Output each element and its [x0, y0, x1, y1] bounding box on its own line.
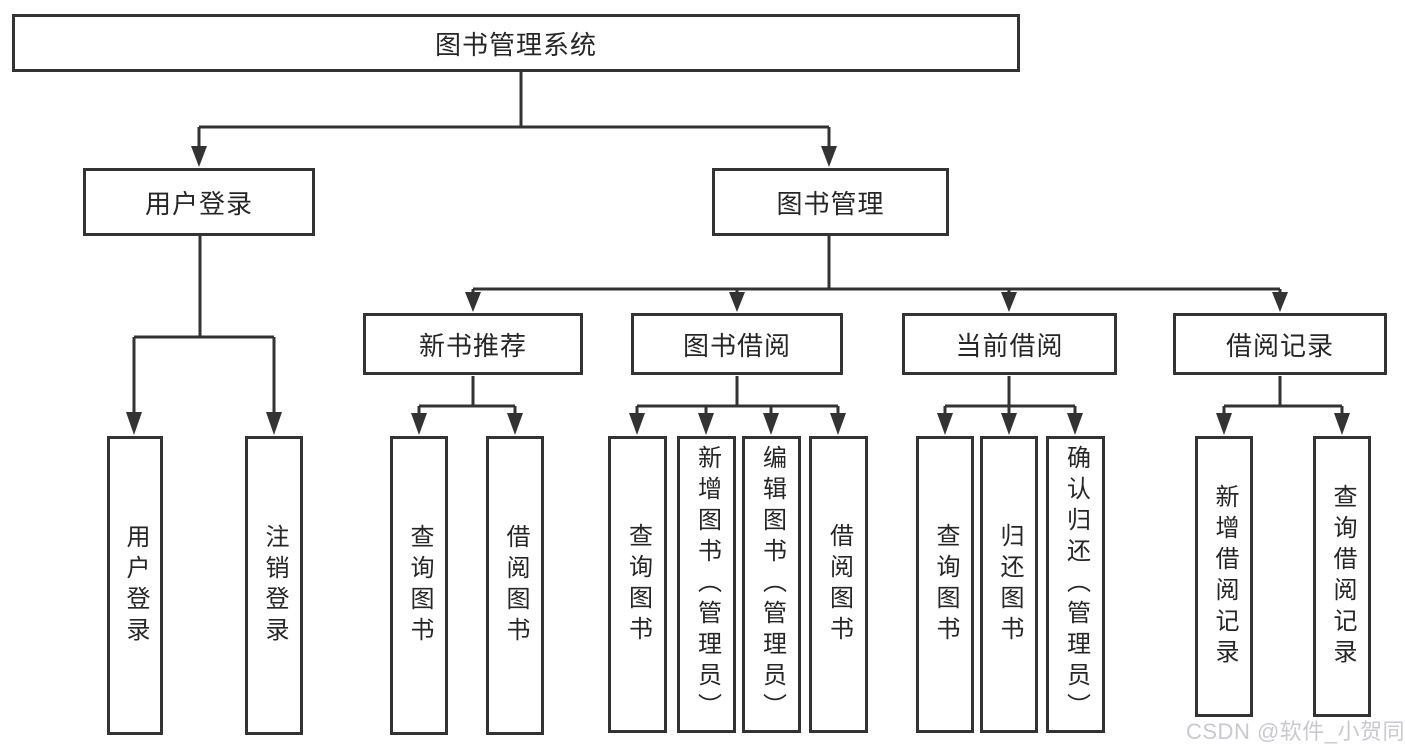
node-book-management-label: 图书管理 [776, 188, 885, 219]
connector-book-management-to-level3 [471, 236, 1282, 297]
arrowhead [937, 413, 953, 435]
arrowhead [1067, 413, 1083, 435]
leaf-add-borrow-record: 新增借阅记录 [1195, 436, 1253, 717]
leaf-borrow-book-recommend-label: 借阅图书 [502, 523, 529, 648]
leaf-borrow-book-recommend: 借阅图书 [486, 436, 544, 735]
leaf-user-login-label: 用户登录 [122, 523, 149, 648]
arrowhead [698, 413, 714, 435]
watermark: CSDN @软件_小贺同学 [1186, 719, 1405, 744]
leaf-confirm-return-admin-label: 确认归还（管理员） [1062, 445, 1090, 724]
node-root-label: 图书管理系统 [434, 29, 597, 60]
node-current-borrow-label: 当前借阅 [955, 330, 1064, 361]
leaf-borrow-book-borrow-label: 借阅图书 [825, 522, 853, 647]
leaf-add-book-admin-label: 新增图书（管理员） [693, 445, 721, 724]
connector-user-login-to-leaves [132, 236, 276, 416]
arrowhead [1001, 413, 1017, 435]
leaf-query-book-current: 查询图书 [916, 436, 974, 733]
leaf-confirm-return-admin: 确认归还（管理员） [1046, 436, 1105, 733]
arrowhead [1272, 292, 1288, 312]
arrowhead [821, 146, 837, 167]
node-borrow-record-label: 借阅记录 [1225, 330, 1334, 361]
leaf-return-book-label: 归还图书 [996, 522, 1023, 647]
node-new-book-recommend: 新书推荐 [363, 313, 583, 375]
leaf-query-borrow-record-label: 查询借阅记录 [1329, 483, 1356, 670]
leaf-query-book-borrow-label: 查询图书 [624, 522, 652, 647]
leaf-edit-book-admin: 编辑图书（管理员） [742, 436, 801, 733]
arrowhead [1001, 292, 1017, 312]
leaf-borrow-book-borrow: 借阅图书 [809, 436, 868, 733]
connector-book-borrow-to-leaves [635, 376, 840, 417]
connector-current-borrow-to-leaves [943, 376, 1077, 417]
leaf-add-borrow-record-label: 新增借阅记录 [1211, 483, 1238, 670]
leaf-add-book-admin: 新增图书（管理员） [677, 436, 736, 733]
arrowhead [729, 292, 745, 312]
arrowhead [830, 413, 846, 435]
leaf-query-book-borrow: 查询图书 [608, 436, 667, 733]
arrowhead [191, 146, 207, 167]
arrowhead [763, 413, 779, 435]
arrowhead [507, 413, 523, 435]
arrowhead [266, 412, 282, 435]
leaf-logout-label: 注销登录 [261, 523, 288, 648]
connector-new-book-recommend-to-leaves [417, 376, 517, 417]
arrowhead [1334, 413, 1350, 435]
arrowhead [126, 412, 142, 435]
node-borrow-record: 借阅记录 [1173, 313, 1387, 375]
node-book-borrow: 图书借阅 [631, 313, 843, 375]
arrowhead [1216, 413, 1232, 435]
leaf-logout: 注销登录 [245, 436, 303, 735]
connector-borrow-record-to-leaves [1222, 376, 1344, 417]
arrowhead [629, 413, 645, 435]
arrowhead [411, 413, 427, 435]
leaf-return-book: 归还图书 [980, 436, 1038, 733]
node-book-management: 图书管理 [712, 168, 949, 236]
leaf-edit-book-admin-label: 编辑图书（管理员） [758, 445, 786, 724]
leaf-user-login: 用户登录 [107, 436, 163, 735]
leaf-query-book-recommend-label: 查询图书 [406, 523, 433, 648]
arrowhead [465, 292, 481, 312]
node-current-borrow: 当前借阅 [902, 313, 1117, 375]
node-root: 图书管理系统 [12, 14, 1020, 72]
leaf-query-book-current-label: 查询图书 [932, 522, 959, 647]
node-user-login: 用户登录 [83, 168, 315, 236]
node-new-book-recommend-label: 新书推荐 [418, 330, 527, 361]
leaf-query-borrow-record: 查询借阅记录 [1313, 436, 1371, 717]
node-user-login-label: 用户登录 [144, 188, 253, 219]
leaf-query-book-recommend: 查询图书 [390, 436, 448, 735]
node-book-borrow-label: 图书借阅 [682, 330, 791, 361]
connector-root-to-level2 [197, 72, 831, 150]
